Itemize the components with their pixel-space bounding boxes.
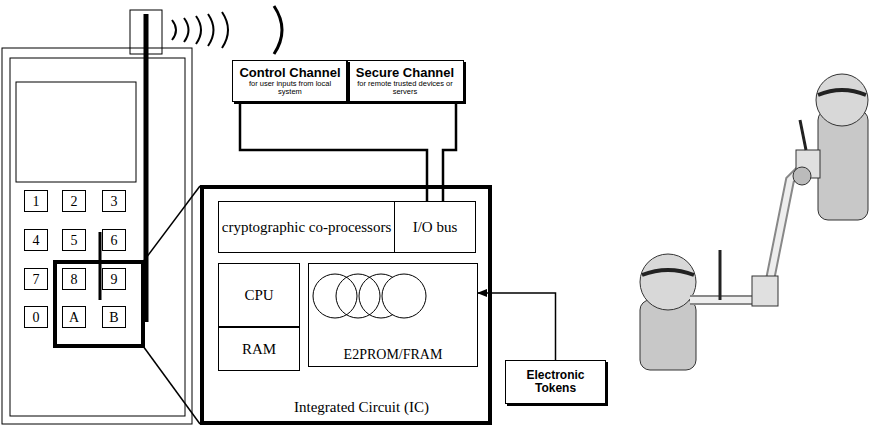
- channel-note: for remote trusted devices or servers: [347, 80, 463, 97]
- key-label: 8: [71, 272, 78, 287]
- component-box: CPU: [218, 263, 300, 327]
- component-label: E2PROM/FRAM: [341, 347, 446, 362]
- phone-outline: [2, 10, 192, 424]
- key-label: 5: [71, 233, 78, 248]
- key-box: 6: [102, 229, 126, 251]
- key-label: 0: [33, 310, 40, 325]
- component-label: Integrated Circuit (IC): [294, 399, 429, 416]
- memory-circles: [313, 274, 426, 318]
- component-box: Secure Channelfor remote trusted devices…: [346, 60, 464, 102]
- key-box: 4: [24, 229, 48, 251]
- zoom-line: [143, 186, 200, 262]
- key-box: B: [102, 306, 126, 328]
- component-box: I/O bus: [394, 201, 476, 253]
- component-box: Electronic Tokens: [505, 360, 606, 404]
- key-label: B: [109, 310, 118, 325]
- key-label: A: [69, 310, 79, 325]
- key-box: 0: [24, 306, 48, 328]
- key-box: 3: [102, 190, 126, 212]
- component-label: RAM: [242, 341, 276, 358]
- component-box: E2PROM/FRAM: [308, 263, 478, 367]
- key-label: 2: [71, 194, 78, 209]
- component-label: CPU: [244, 287, 273, 304]
- key-label: 6: [111, 233, 118, 248]
- component-box: cryptographic co-processors: [218, 201, 395, 253]
- key-box: 2: [62, 190, 86, 212]
- radio-waves: [172, 6, 282, 54]
- key-label: 3: [111, 194, 118, 209]
- channel-title: Secure Channel: [356, 66, 454, 80]
- component-label: cryptographic co-processors: [222, 219, 392, 236]
- key-box: 5: [62, 229, 86, 251]
- channel-note: for user inputs from local system: [233, 80, 347, 97]
- channel-title: Control Channel: [239, 66, 340, 80]
- key-label: 9: [111, 272, 118, 287]
- key-box: A: [62, 306, 86, 328]
- component-box: Control Channelfor user inputs from loca…: [232, 60, 348, 102]
- key-label: 7: [33, 272, 40, 287]
- component-box: RAM: [218, 327, 300, 371]
- key-label: 4: [33, 233, 40, 248]
- key-box: 7: [24, 268, 48, 290]
- key-box: 8: [62, 268, 86, 290]
- chip-box: Integrated Circuit (IC) cryptographic co-…: [200, 185, 492, 425]
- zoom-frame: [55, 262, 143, 346]
- key-label: 1: [33, 194, 40, 209]
- component-label: I/O bus: [413, 219, 458, 236]
- trusted-devices-figure: [640, 74, 868, 370]
- zoom-line: [143, 346, 200, 424]
- key-box: 1: [24, 190, 48, 212]
- channel-title: Electronic Tokens: [506, 369, 605, 395]
- key-box: 9: [102, 268, 126, 290]
